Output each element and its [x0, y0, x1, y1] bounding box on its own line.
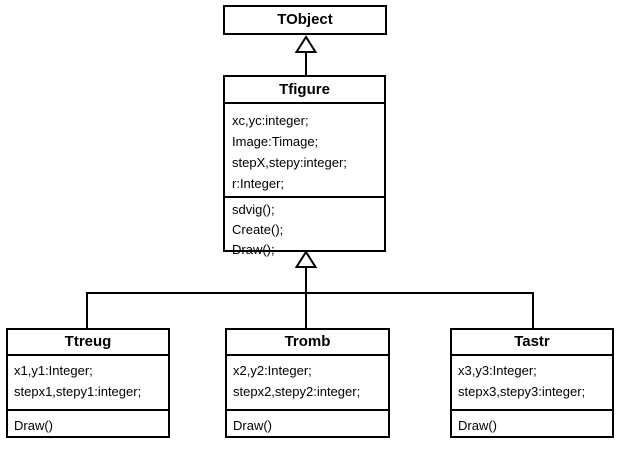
class-title-ttreug: Ttreug: [8, 330, 168, 356]
method-line: sdvig();: [232, 202, 275, 217]
attribute-line: stepx2,stepy2:integer;: [233, 384, 361, 399]
method-line: Draw(): [14, 418, 53, 433]
methods-compartment-tromb: Draw(): [227, 411, 388, 440]
class-title-tromb: Tromb: [227, 330, 388, 356]
attribute-line: xc,yc:integer;: [232, 113, 309, 128]
class-title-tfigure: Tfigure: [225, 77, 384, 104]
method-line: Draw();: [232, 242, 275, 257]
class-box-tromb: Tromb x2,y2:Integer; stepx2,stepy2:integ…: [225, 328, 390, 438]
attributes-compartment-tfigure: xc,yc:integer; Image:Timage; stepX,stepy…: [225, 104, 384, 198]
method-line: Create();: [232, 222, 284, 237]
attributes-compartment-tastr: x3,y3:Integer; stepx3,stepy3:integer;: [452, 356, 612, 411]
attribute-line: x1,y1:Integer;: [14, 363, 93, 378]
attributes-compartment-tromb: x2,y2:Integer; stepx2,stepy2:integer;: [227, 356, 388, 411]
class-box-tfigure: Tfigure xc,yc:integer; Image:Timage; ste…: [223, 75, 386, 257]
attribute-line: stepx1,stepy1:integer;: [14, 384, 142, 399]
attribute-line: Image:Timage;: [232, 134, 319, 149]
attribute-line: r:Integer;: [232, 176, 285, 191]
class-box-ttreug: Ttreug x1,y1:Integer; stepx1,stepy1:inte…: [6, 328, 170, 438]
class-title-tobject: TObject: [277, 11, 333, 28]
inheritance-triangle-at-tobject-icon: [294, 35, 318, 53]
attribute-line: x2,y2:Integer;: [233, 363, 312, 378]
methods-compartment-ttreug: Draw(): [8, 411, 168, 440]
method-line: Draw(): [458, 418, 497, 433]
methods-compartment-tfigure: sdvig(); Create(); Draw();: [225, 198, 384, 260]
methods-compartment-tastr: Draw(): [452, 411, 612, 440]
method-line: Draw(): [233, 418, 272, 433]
class-box-tobject: TObject: [223, 5, 387, 35]
attributes-compartment-ttreug: x1,y1:Integer; stepx1,stepy1:integer;: [8, 356, 168, 411]
class-title-tastr: Tastr: [452, 330, 612, 356]
class-box-tastr: Tastr x3,y3:Integer; stepx3,stepy3:integ…: [450, 328, 614, 438]
attribute-line: stepx3,stepy3:integer;: [458, 384, 586, 399]
attribute-line: x3,y3:Integer;: [458, 363, 537, 378]
attribute-line: stepX,stepy:integer;: [232, 155, 347, 170]
